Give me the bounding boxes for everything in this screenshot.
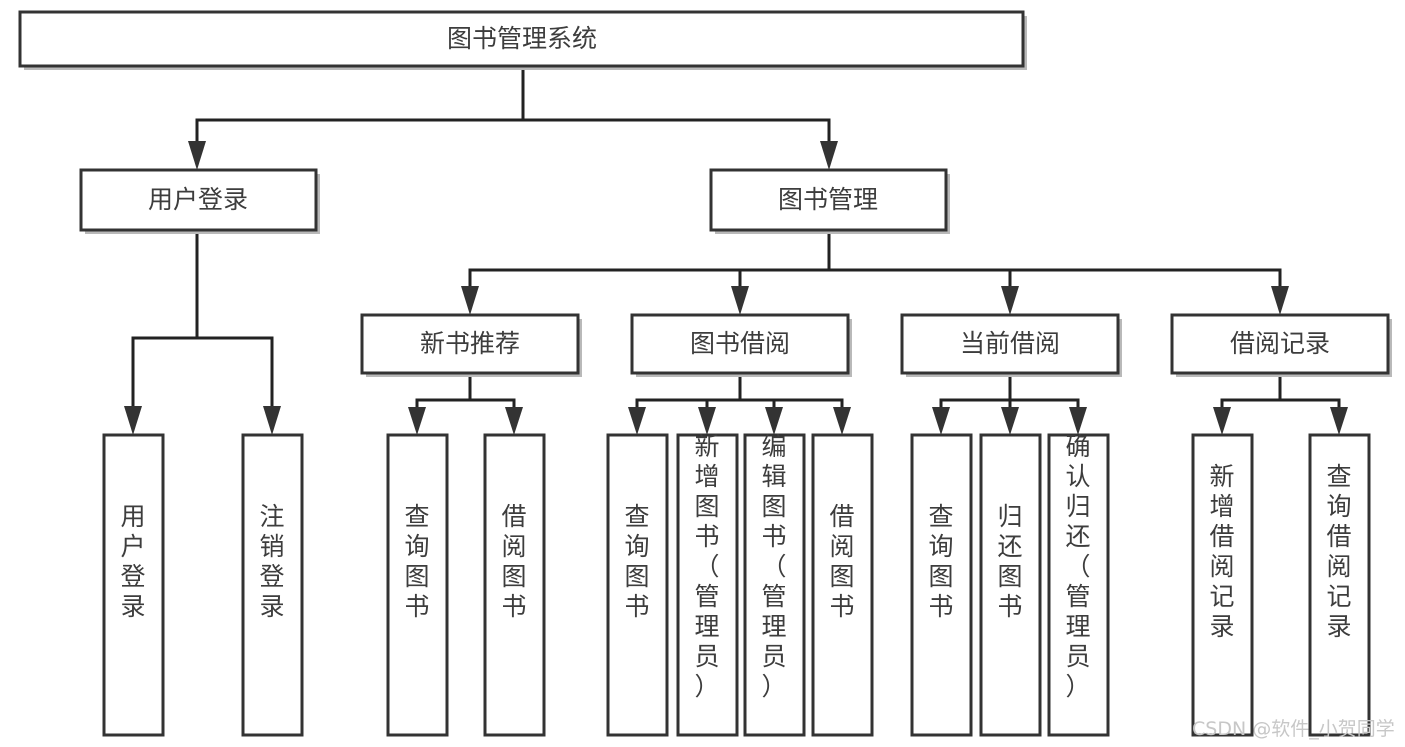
node-book-manage[interactable]: 图书管理 — [709, 168, 950, 234]
node-borrow-record[interactable]: 借阅记录 — [1170, 313, 1392, 377]
node-box — [910, 433, 973, 737]
node-box — [606, 433, 669, 737]
node-leaf-query-book-c[interactable]: 查询图书 — [910, 433, 973, 737]
node-leaf-add-record[interactable]: 新增借阅记录 — [1191, 433, 1254, 737]
node-current-borrow[interactable]: 当前借阅 — [900, 313, 1122, 377]
node-box — [709, 168, 948, 232]
node-leaf-query-book-c-label: 查询图书 — [928, 502, 953, 621]
node-box — [1047, 433, 1110, 737]
arrow-head-icon — [765, 407, 783, 435]
node-book-borrow-label: 图书借阅 — [690, 329, 790, 358]
arrow-head-icon — [1213, 407, 1231, 435]
node-borrow-record-label: 借阅记录 — [1230, 329, 1330, 358]
node-leaf-edit-book-label: 编辑图书（管理员） — [761, 432, 786, 701]
node-user-login-label: 用户登录 — [148, 185, 248, 214]
node-box — [630, 313, 850, 375]
node-leaf-user-login[interactable]: 用户登录 — [102, 433, 165, 737]
node-leaf-query-record-label: 查询借阅记录 — [1326, 462, 1351, 641]
node-box — [676, 433, 739, 737]
node-root[interactable]: 图书管理系统 — [18, 10, 1027, 70]
node-current-borrow-label: 当前借阅 — [960, 329, 1060, 358]
arrow-head-icon — [1330, 407, 1348, 435]
node-leaf-query-book-b[interactable]: 查询图书 — [606, 433, 669, 737]
node-leaf-add-book-label: 新增图书（管理员） — [694, 432, 719, 701]
node-leaf-borrow-book-b[interactable]: 借阅图书 — [811, 433, 874, 737]
node-box — [79, 168, 318, 232]
node-leaf-query-record[interactable]: 查询借阅记录 — [1308, 433, 1371, 737]
node-leaf-query-book-b-label: 查询图书 — [624, 502, 649, 621]
arrow-head-icon — [698, 407, 716, 435]
node-book-manage-label: 图书管理 — [778, 185, 878, 214]
csdn-watermark: CSDN @软件_小贺同学 — [1192, 718, 1395, 740]
node-leaf-confirm-return[interactable]: 确认归还（管理员） — [1047, 432, 1110, 737]
node-user-login[interactable]: 用户登录 — [79, 168, 320, 234]
node-new-book-rec-label: 新书推荐 — [420, 329, 520, 358]
node-box — [386, 433, 449, 737]
arrow-head-icon — [505, 407, 523, 435]
node-root-label: 图书管理系统 — [447, 24, 597, 53]
node-box — [900, 313, 1120, 375]
arrow-head-icon — [932, 407, 950, 435]
arrow-head-icon — [461, 286, 479, 315]
node-box — [1170, 313, 1390, 375]
arrow-head-icon — [188, 141, 206, 170]
node-box — [360, 313, 580, 375]
node-leaf-confirm-return-label: 确认归还（管理员） — [1065, 432, 1090, 701]
node-leaf-edit-book[interactable]: 编辑图书（管理员） — [743, 432, 806, 737]
node-leaf-borrow-book-a[interactable]: 借阅图书 — [483, 433, 546, 737]
node-leaf-return-book[interactable]: 归还图书 — [979, 433, 1042, 737]
arrow-head-icon — [1001, 286, 1019, 315]
node-box — [811, 433, 874, 737]
node-leaf-query-book-a[interactable]: 查询图书 — [386, 433, 449, 737]
node-box — [1308, 433, 1371, 737]
arrow-head-icon — [124, 406, 142, 435]
arrow-head-icon — [820, 141, 838, 170]
node-box — [241, 433, 304, 737]
node-leaf-borrow-book-b-label: 借阅图书 — [829, 502, 854, 621]
node-box — [1191, 433, 1254, 737]
node-box — [483, 433, 546, 737]
node-leaf-logout[interactable]: 注销登录 — [241, 433, 304, 737]
arrow-head-icon — [833, 407, 851, 435]
node-new-book-rec[interactable]: 新书推荐 — [360, 313, 582, 377]
node-leaf-logout-label: 注销登录 — [259, 502, 284, 621]
arrow-head-icon — [1069, 407, 1087, 435]
node-box — [979, 433, 1042, 737]
arrow-head-icon — [263, 406, 281, 435]
arrow-head-icon — [1001, 407, 1019, 435]
node-book-borrow[interactable]: 图书借阅 — [630, 313, 852, 377]
node-box — [18, 10, 1025, 68]
arrow-head-icon — [731, 286, 749, 315]
arrow-head-icon — [1271, 286, 1289, 315]
edge-layer — [124, 66, 1348, 435]
node-leaf-add-record-label: 新增借阅记录 — [1209, 462, 1234, 641]
node-leaf-return-book-label: 归还图书 — [997, 502, 1022, 621]
node-box — [102, 433, 165, 737]
node-leaf-add-book[interactable]: 新增图书（管理员） — [676, 432, 739, 737]
arrow-head-icon — [408, 407, 426, 435]
node-leaf-user-login-label: 用户登录 — [120, 502, 145, 621]
node-leaf-query-book-a-label: 查询图书 — [404, 502, 429, 621]
node-leaf-borrow-book-a-label: 借阅图书 — [501, 502, 526, 621]
arrow-head-icon — [628, 407, 646, 435]
node-box — [743, 433, 806, 737]
